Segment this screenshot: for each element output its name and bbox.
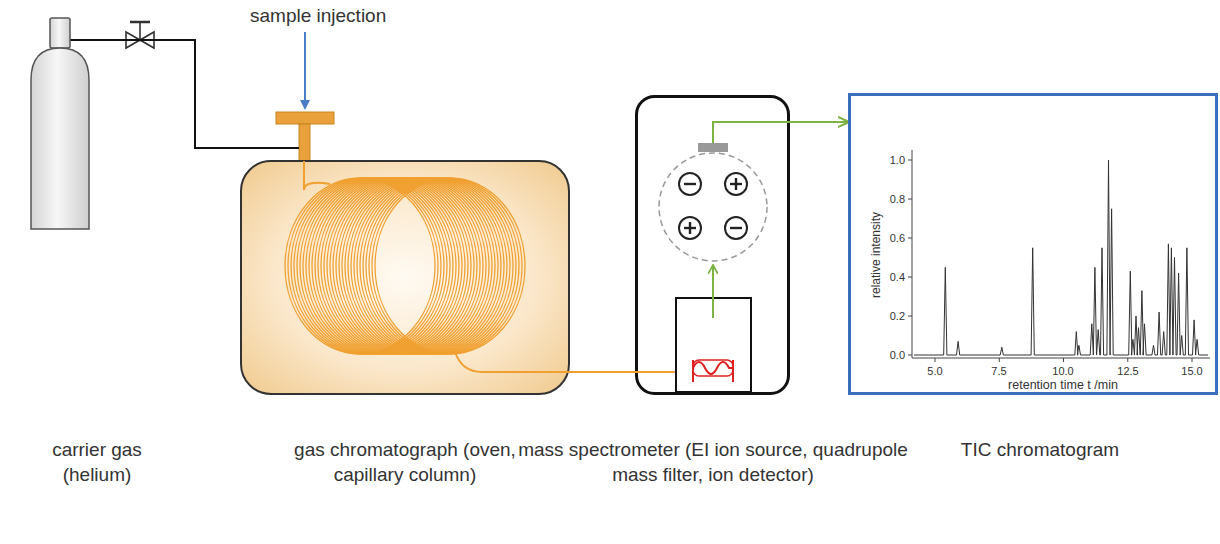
panel-frame <box>850 95 1217 394</box>
ion-detector <box>698 143 728 152</box>
signal-line <box>713 122 790 143</box>
gas-cylinder-shape <box>30 18 90 230</box>
oven-outline <box>241 161 569 394</box>
node-caption: carrier gas (helium) <box>17 437 177 487</box>
gas-cylinder: carrier gas (helium) <box>30 18 90 230</box>
x-tick: 10.0 <box>1052 365 1073 377</box>
valve-symbol <box>126 22 154 48</box>
node-caption: mass spectrometer (EI ion source, quadru… <box>513 437 913 487</box>
quadrupole-region <box>659 153 767 261</box>
cylinder-body <box>31 48 89 229</box>
x-tick: 7.5 <box>991 365 1006 377</box>
chromatogram-trace <box>914 160 1208 355</box>
chart-axes <box>908 150 1210 362</box>
column-end <box>635 371 676 373</box>
gas-line <box>70 40 299 148</box>
column-inlet <box>304 161 330 190</box>
y-tick: 0.8 <box>890 193 905 205</box>
node-caption: TIC chromatogram <box>915 437 1165 462</box>
mass-spectrometer-shape <box>635 95 790 395</box>
axis-title: relative intensity <box>869 212 883 298</box>
filament <box>693 360 733 382</box>
quadrupole-rod <box>725 173 747 195</box>
column-outlet <box>455 352 570 372</box>
ion-beam <box>712 266 714 318</box>
gc-oven-shape <box>240 160 570 395</box>
cylinder-neck <box>50 18 70 48</box>
quadrupole-rod <box>679 173 701 195</box>
quadrupole-rod <box>679 217 701 239</box>
axis-title: retention time t /min <box>1008 378 1118 392</box>
injection-label: sample injection <box>250 5 386 27</box>
quadrupole-rod <box>725 217 747 239</box>
y-tick: 1.0 <box>890 154 905 166</box>
node-caption: gas chromatograph (oven, capillary colum… <box>294 437 516 487</box>
signal-arrow <box>790 121 848 123</box>
y-tick: 0.4 <box>890 271 905 283</box>
gc-oven: gas chromatograph (oven, capillary colum… <box>240 160 570 395</box>
y-tick: 0.0 <box>890 349 905 361</box>
y-tick: 0.6 <box>890 232 905 244</box>
capillary-coil <box>285 178 525 354</box>
x-tick: 15.0 <box>1181 365 1202 377</box>
y-tick: 0.2 <box>890 310 905 322</box>
x-tick: 12.5 <box>1117 365 1138 377</box>
capillary-transfer <box>570 371 635 373</box>
injector-port <box>276 112 334 162</box>
x-tick: 5.0 <box>927 365 942 377</box>
injection-arrow <box>304 32 306 108</box>
mass-spectrometer: mass spectrometer (EI ion source, quadru… <box>635 95 790 395</box>
